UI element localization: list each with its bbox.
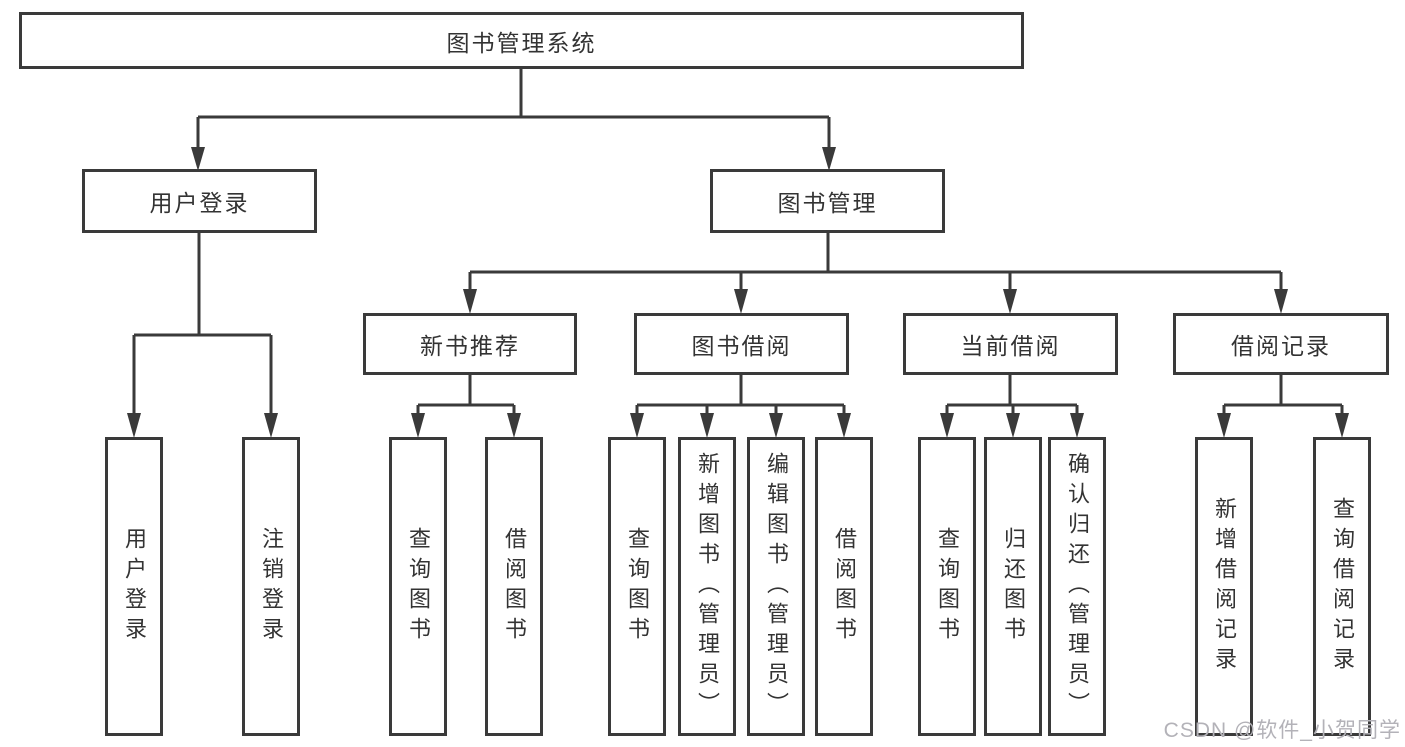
leaf-current-return-books: 归还图书 — [984, 437, 1042, 736]
node-current-borrowing: 当前借阅 — [903, 313, 1118, 375]
node-book-borrowing: 图书借阅 — [634, 313, 849, 375]
leaf-newbook-query-books: 查询图书 — [389, 437, 447, 736]
leaf-user-login: 用户登录 — [105, 437, 163, 736]
leaf-records-add-borrow-record: 新增借阅记录 — [1195, 437, 1253, 736]
leaf-borrowing-edit-books-admin: 编辑图书（管理员） — [747, 437, 805, 736]
leaf-borrowing-query-books: 查询图书 — [608, 437, 666, 736]
node-new-book-recommendation: 新书推荐 — [363, 313, 577, 375]
node-book-management: 图书管理 — [710, 169, 945, 233]
leaf-borrowing-add-books-admin: 新增图书（管理员） — [678, 437, 736, 736]
node-borrowing-records: 借阅记录 — [1173, 313, 1389, 375]
leaf-borrowing-borrow-books: 借阅图书 — [815, 437, 873, 736]
leaf-logout: 注销登录 — [242, 437, 300, 736]
watermark-text: CSDN @软件_小贺同学 — [1163, 719, 1401, 742]
node-library-management-system: 图书管理系统 — [19, 12, 1024, 69]
node-user-login: 用户登录 — [82, 169, 317, 233]
leaf-newbook-borrow-books: 借阅图书 — [485, 437, 543, 736]
leaf-records-query-borrow-record: 查询借阅记录 — [1313, 437, 1371, 736]
leaf-current-query-books: 查询图书 — [918, 437, 976, 736]
leaf-current-confirm-return-admin: 确认归还（管理员） — [1048, 437, 1106, 736]
